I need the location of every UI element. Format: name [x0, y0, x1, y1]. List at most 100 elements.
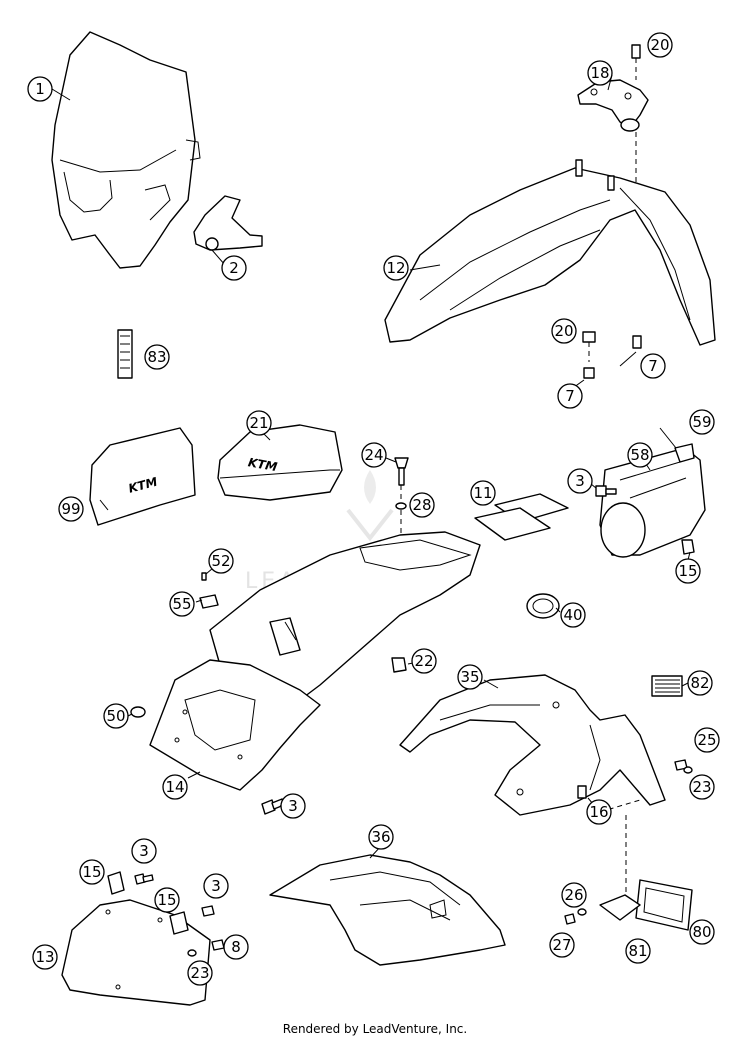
- svg-text:50: 50: [106, 707, 125, 725]
- decal-99: KTM: [89, 427, 196, 526]
- callout-14: 14: [162, 774, 188, 800]
- foam-pads: [474, 493, 569, 541]
- callout-20-mid: 20: [551, 318, 577, 344]
- small-screw-52: [201, 572, 207, 581]
- svg-text:2: 2: [229, 259, 239, 277]
- grommet-40: [526, 593, 560, 619]
- callout-40: 40: [560, 602, 586, 628]
- callout-80: 80: [689, 919, 715, 945]
- callout-18: 18: [587, 60, 613, 86]
- svg-text:52: 52: [211, 552, 230, 570]
- callout-15-mid: 15: [154, 887, 180, 913]
- svg-text:14: 14: [165, 778, 184, 796]
- callout-1: 1: [27, 76, 53, 102]
- callout-12: 12: [383, 255, 409, 281]
- front-fender: [384, 159, 716, 346]
- svg-text:28: 28: [412, 496, 431, 514]
- callout-3-toolbox: 3: [567, 468, 593, 494]
- seat: KTM: [217, 424, 343, 501]
- callout-3-left-top: 3: [131, 838, 157, 864]
- footer-credit: Rendered by LeadVenture, Inc.: [282, 1022, 468, 1036]
- bolt-20-top: [631, 44, 641, 185]
- callout-36: 36: [368, 824, 394, 850]
- callout-26: 26: [561, 882, 587, 908]
- callout-28: 28: [409, 492, 435, 518]
- svg-text:1: 1: [35, 80, 45, 98]
- svg-text:27: 27: [552, 936, 571, 954]
- svg-text:21: 21: [249, 414, 268, 432]
- svg-text:KTM: KTM: [247, 455, 278, 474]
- callout-23-right: 23: [689, 774, 715, 800]
- rear-inner-fender: [149, 659, 321, 791]
- svg-text:3: 3: [575, 472, 585, 490]
- rear-fender-lower: [269, 854, 506, 966]
- fender-screws: [582, 331, 642, 379]
- callout-99: 99: [58, 496, 84, 522]
- svg-text:13: 13: [35, 948, 54, 966]
- svg-text:59: 59: [692, 413, 711, 431]
- sticker-83: [117, 329, 133, 379]
- fork-bracket: [577, 79, 649, 132]
- svg-text:35: 35: [460, 668, 479, 686]
- callout-2: 2: [221, 255, 247, 281]
- callout-13: 13: [32, 944, 58, 970]
- sticker-82: [651, 675, 683, 697]
- screw-16: [577, 785, 641, 905]
- svg-text:36: 36: [371, 828, 390, 846]
- callout-8: 8: [223, 934, 249, 960]
- callout-81: 81: [625, 938, 651, 964]
- callout-24: 24: [361, 442, 387, 468]
- svg-text:80: 80: [692, 923, 711, 941]
- svg-text:23: 23: [190, 964, 209, 982]
- svg-text:8: 8: [231, 938, 241, 956]
- svg-text:7: 7: [565, 387, 575, 405]
- callout-3-mid: 3: [203, 873, 229, 899]
- svg-text:81: 81: [628, 942, 647, 960]
- callout-11: 11: [470, 480, 496, 506]
- svg-text:26: 26: [564, 886, 583, 904]
- svg-text:3: 3: [139, 842, 149, 860]
- svg-text:24: 24: [364, 446, 383, 464]
- svg-text:55: 55: [172, 595, 191, 613]
- seat-screw: [394, 457, 409, 560]
- svg-text:25: 25: [697, 731, 716, 749]
- reflector-assembly: [564, 879, 693, 931]
- callout-15-left: 15: [79, 859, 105, 885]
- callout-20-top: 20: [647, 32, 673, 58]
- callout-7-right: 7: [640, 353, 666, 379]
- clip-55: [199, 594, 219, 609]
- svg-text:15: 15: [678, 562, 697, 580]
- svg-text:7: 7: [648, 357, 658, 375]
- callout-23-left: 23: [187, 960, 213, 986]
- callout-52: 52: [208, 548, 234, 574]
- clip-15-toolbox: [681, 539, 695, 555]
- callout-55: 55: [169, 591, 195, 617]
- callout-35: 35: [457, 664, 483, 690]
- callout-83: 83: [144, 344, 170, 370]
- svg-text:15: 15: [82, 863, 101, 881]
- headlight-bracket: [193, 195, 263, 251]
- svg-text:12: 12: [386, 259, 405, 277]
- headlight-mask: [51, 31, 201, 269]
- toolbox: [599, 443, 706, 558]
- svg-text:20: 20: [650, 36, 669, 54]
- svg-text:3: 3: [288, 797, 298, 815]
- callout-15-toolbox: 15: [675, 558, 701, 584]
- svg-text:3: 3: [211, 877, 221, 895]
- svg-text:20: 20: [554, 322, 573, 340]
- lower-left-hardware: [107, 871, 225, 957]
- washer-50: [130, 706, 146, 718]
- callout-21: 21: [246, 410, 272, 436]
- callout-27: 27: [549, 932, 575, 958]
- callout-59: 59: [689, 409, 715, 435]
- svg-text:83: 83: [147, 348, 166, 366]
- callout-3-lower: 3: [280, 793, 306, 819]
- svg-text:23: 23: [692, 778, 711, 796]
- callout-58: 58: [627, 442, 653, 468]
- toolbox-screw: [595, 485, 617, 497]
- callout-7-left: 7: [557, 383, 583, 409]
- svg-text:16: 16: [589, 803, 608, 821]
- svg-text:18: 18: [590, 64, 609, 82]
- svg-text:22: 22: [414, 652, 433, 670]
